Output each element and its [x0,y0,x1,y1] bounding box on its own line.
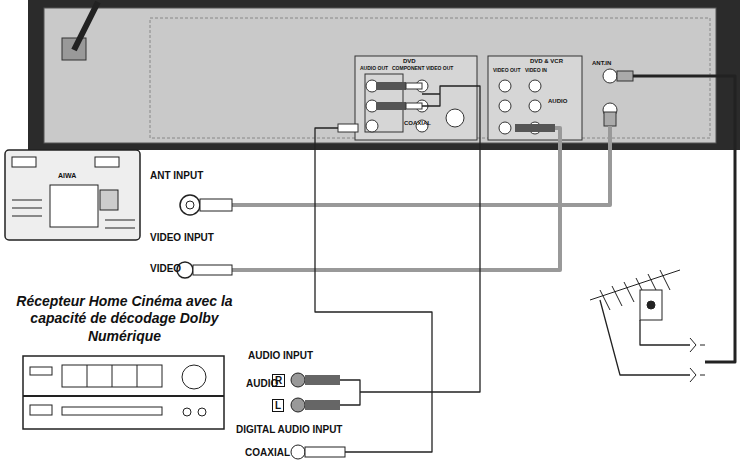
label: DVD & VCR [530,58,563,65]
label: COAXIAL [245,447,290,458]
label: COMPONENT VIDEO OUT [392,66,453,72]
label: COAXIAL [404,120,431,127]
label: AUDIO INPUT [248,350,313,361]
label: AUDIO [548,98,567,105]
label: L [272,399,284,412]
receiver-box: Récepteur Home Cinéma avec la capacité d… [22,355,225,430]
receiver-symbol [22,355,225,430]
label: ANT INPUT [150,170,203,181]
label: VIDEO IN [525,68,547,74]
receiver-heading: Récepteur Home Cinéma avec la capacité d… [12,293,237,346]
label: ANT.IN [592,60,611,67]
label: AIWA [58,172,76,180]
label: AUDIO OUT [360,66,388,72]
label: VIDEO OUT [493,68,521,74]
label: DIGITAL AUDIO INPUT [236,424,342,435]
label: VIDEO [150,263,181,274]
label: DVD [403,58,416,65]
label: VIDEO INPUT [150,232,214,243]
label: AUDIO [246,378,278,389]
